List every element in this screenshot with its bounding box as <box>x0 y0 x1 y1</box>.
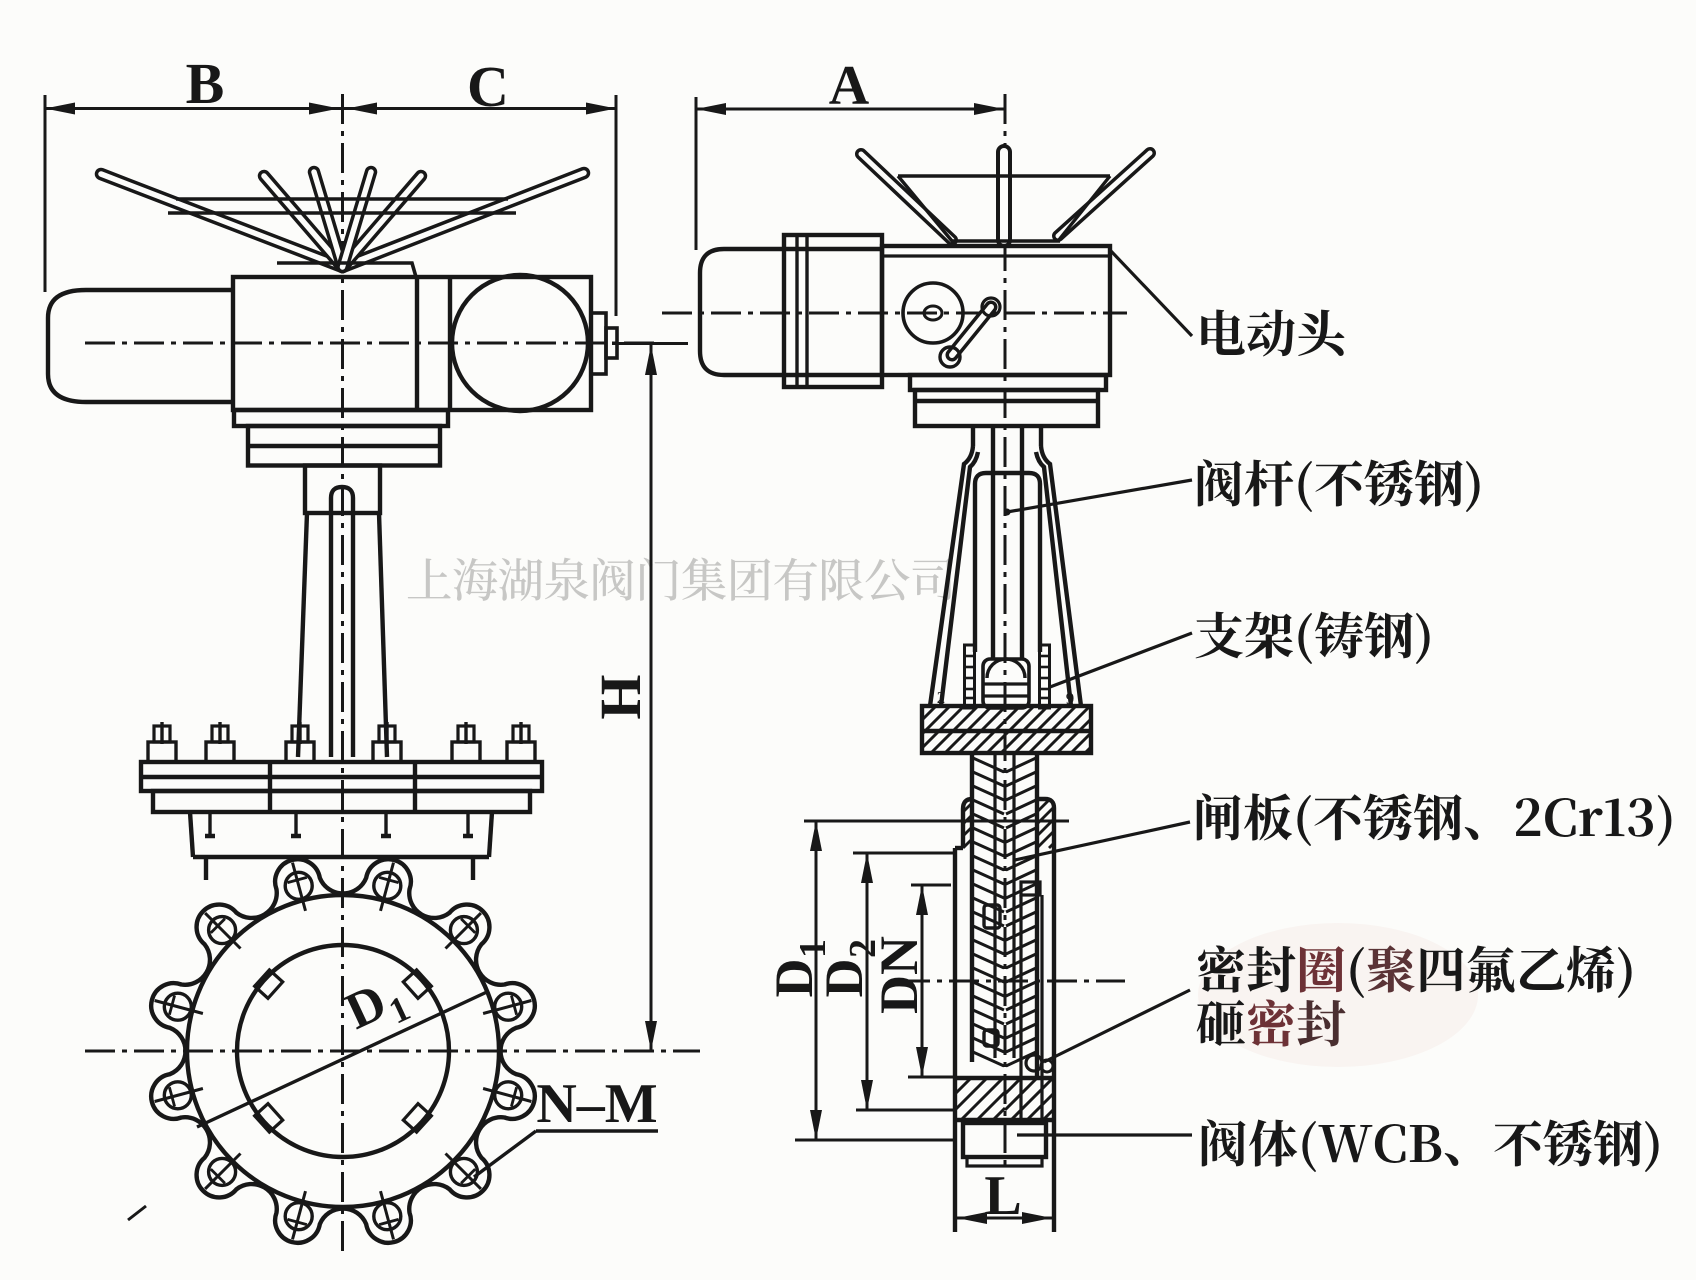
svg-text:B: B <box>186 51 225 116</box>
svg-text:DN: DN <box>869 936 929 1014</box>
svg-text:D: D <box>764 959 824 998</box>
svg-text:D: D <box>814 959 874 998</box>
svg-text:1: 1 <box>792 939 834 958</box>
svg-text:C: C <box>467 54 509 119</box>
svg-text:L: L <box>984 1165 1021 1227</box>
svg-text:9: 9 <box>1066 689 1075 708</box>
svg-text:N–M: N–M <box>536 1073 657 1135</box>
svg-text:A: A <box>829 55 870 117</box>
svg-text:2: 2 <box>842 939 884 958</box>
svg-text:H: H <box>588 674 653 719</box>
svg-text:2: 2 <box>937 688 946 707</box>
